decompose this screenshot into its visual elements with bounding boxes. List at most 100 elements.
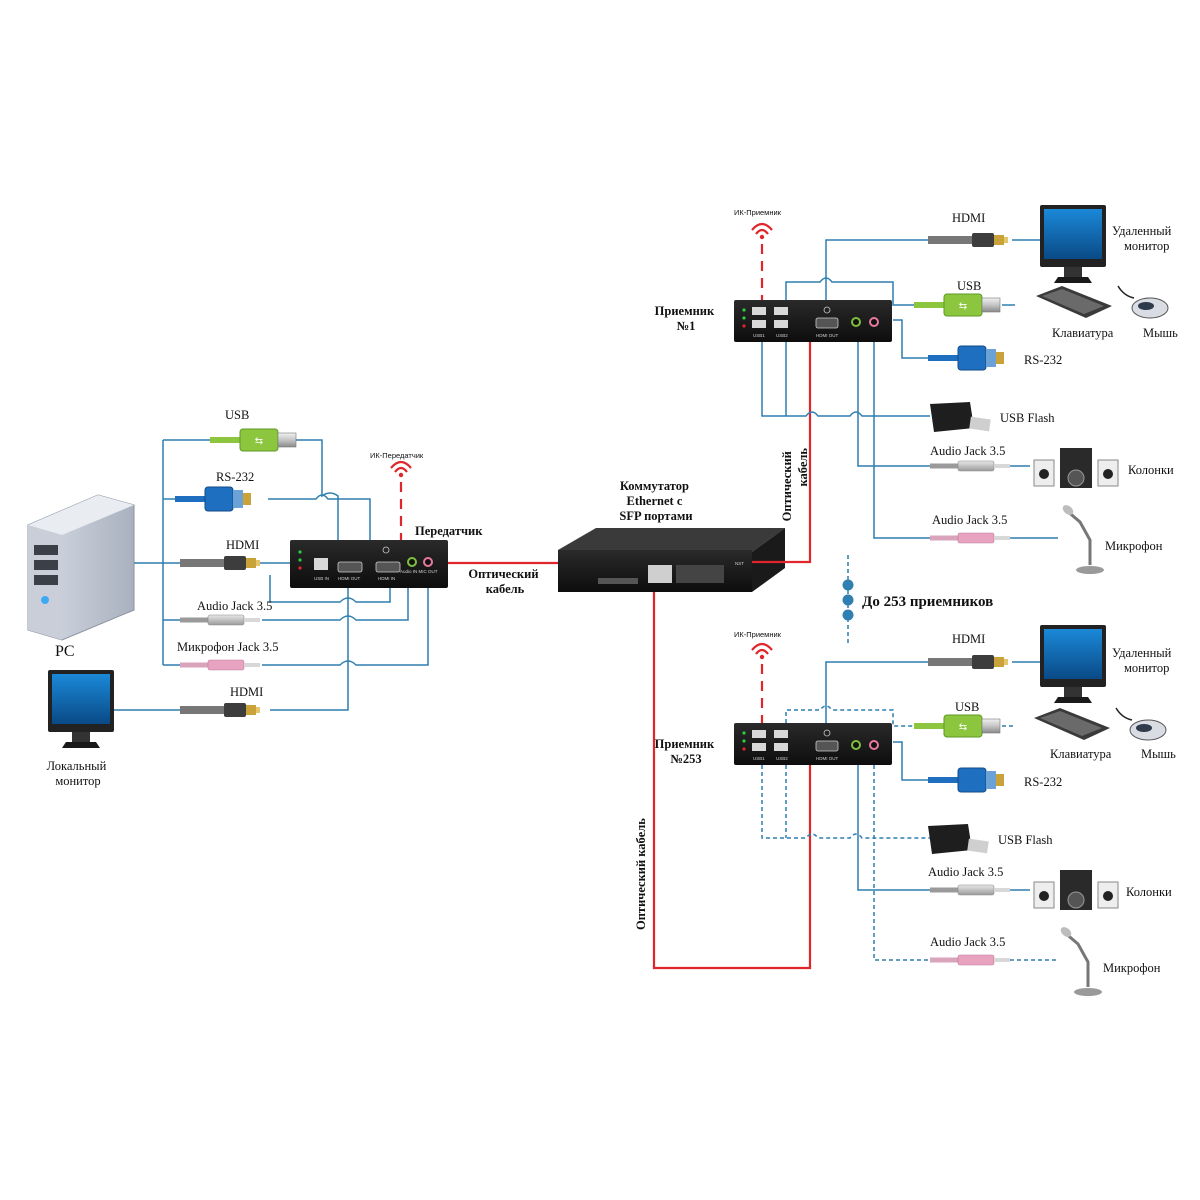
tx-mic-label: Микрофон Jack 3.5 (177, 640, 279, 654)
optical-vertical2-label: Оптический кабель (634, 818, 648, 930)
rx253-wiring (761, 661, 1058, 961)
pc-icon (27, 494, 135, 641)
rx253-remote-monitor-icon (1040, 625, 1106, 703)
rx1-usb-flash-icon (930, 402, 991, 432)
rx253-hdmi-plug (928, 655, 1008, 669)
receiver1-line2: №1 (677, 319, 696, 333)
rx1-usb-plug (913, 293, 1001, 317)
ir-receiver253-icon (750, 642, 774, 661)
rx1-mouse-icon (1117, 285, 1169, 319)
rx1-audio-label: Audio Jack 3.5 (930, 444, 1005, 458)
rx253-remote-monitor-line2: монитор (1124, 661, 1169, 675)
rx1-wiring (761, 239, 1058, 539)
tx-local-hdmi-label: HDMI (230, 685, 263, 699)
ir-receiver1-icon (750, 222, 774, 241)
tx-mic-plug (179, 659, 261, 671)
rx1-remote-monitor-line2: монитор (1124, 239, 1169, 253)
rx253-panel-usb2: USB2 (776, 756, 788, 761)
rx253-rs232-label: RS-232 (1024, 775, 1062, 789)
transmitter-device: USB IN HDMI OUT HDMI IN Audio IN MIC OUT (290, 540, 448, 588)
optical-main-line1: Оптический (468, 567, 538, 581)
rx1-panel-hdmi: HDMI OUT (816, 333, 838, 338)
rx1-remote-monitor-label: Удаленный монитор (1112, 224, 1175, 253)
optical-vertical1-label: Оптический кабель (780, 448, 810, 522)
rx253-speakers-label: Колонки (1126, 885, 1172, 899)
rx253-mouse-icon (1115, 707, 1167, 741)
up-to-label: До 253 приемников (862, 594, 993, 610)
rx1-speakers-icon (1033, 448, 1119, 488)
rx253-usb-flash-icon (928, 824, 989, 854)
rx253-panel-hdmi: HDMI OUT (816, 756, 838, 761)
rx253-mic-plug (929, 954, 1011, 966)
rx1-rs232-plug (927, 345, 1005, 371)
dot-3 (842, 609, 854, 621)
rx253-audio-label: Audio Jack 3.5 (928, 865, 1003, 879)
rx253-keyboard-icon (1034, 708, 1110, 740)
rx253-rs232-plug (927, 767, 1005, 793)
tx-hdmi-plug (180, 556, 260, 570)
tx-usb-plug (209, 428, 297, 452)
rx1-speakers-label: Колонки (1128, 463, 1174, 477)
rx253-mouse-label: Мышь (1141, 747, 1176, 761)
rx253-keyboard-label: Клавиатура (1050, 747, 1112, 761)
rx1-keyboard-icon (1036, 286, 1112, 318)
rx253-remote-monitor-line1: Удаленный (1112, 646, 1172, 660)
rx253-usb-flash-label: USB Flash (998, 833, 1053, 847)
receiver253-label: Приемник №253 (655, 737, 718, 766)
tx-audio-label: Audio Jack 3.5 (197, 599, 272, 613)
optical-vertical1-line2: кабель (796, 448, 810, 487)
dot-2 (842, 594, 854, 606)
pc-label: PC (55, 643, 75, 660)
rx253-usb-plug (913, 714, 1001, 738)
local-monitor-line2: монитор (55, 774, 100, 788)
tx-rs232-plug (174, 486, 252, 512)
rx1-rs232-label: RS-232 (1024, 353, 1062, 367)
optical-main-line2: кабель (486, 582, 525, 596)
rx253-audio-plug (929, 884, 1011, 896)
local-monitor-icon (48, 670, 114, 748)
switch-line2: Ethernet с (626, 494, 682, 508)
receiver1-label: Приемник №1 (655, 304, 718, 333)
rx253-microphone-label: Микрофон (1103, 961, 1161, 975)
rx1-audio-plug (929, 460, 1011, 472)
switch-brand: NST (735, 561, 744, 566)
rx1-panel-usb1: USB1 (753, 333, 765, 338)
rx1-hdmi-label: HDMI (952, 211, 985, 225)
ir-transmitter-label: ИК-Передатчик (370, 451, 424, 460)
optical-cable-rx253 (652, 592, 812, 970)
ir-transmitter-icon (389, 460, 413, 479)
rx1-microphone-label: Микрофон (1105, 539, 1163, 553)
switch-label: Коммутатор Ethernet с SFP портами (619, 479, 692, 523)
switch-line3: SFP портами (619, 509, 692, 523)
switch-line1: Коммутатор (620, 479, 689, 493)
rx1-mic-plug (929, 532, 1011, 544)
rx253-remote-monitor-label: Удаленный монитор (1112, 646, 1175, 675)
ir-receiver253-label: ИК-Приемник (734, 630, 782, 639)
rx253-usb-label: USB (955, 700, 979, 714)
tx-local-hdmi-plug (180, 703, 260, 717)
transmitter-label: Передатчик (415, 524, 483, 538)
tx-usb-label: USB (225, 408, 249, 422)
rx253-microphone-icon (1060, 927, 1102, 996)
local-monitor-label: Локальный монитор (47, 759, 110, 788)
tx-panel-hdmi-out: HDMI OUT (338, 576, 360, 581)
local-monitor-line1: Локальный (47, 759, 107, 773)
tx-panel-usb-in: USB IN (314, 576, 329, 581)
tx-panel-audio: Audio IN MIC OUT (400, 569, 438, 574)
rx253-speakers-icon (1033, 870, 1119, 910)
rx1-mic-label: Audio Jack 3.5 (932, 513, 1007, 527)
rx1-remote-monitor-line1: Удаленный (1112, 224, 1172, 238)
ir-receiver1-label: ИК-Приемник (734, 208, 782, 217)
rx1-hdmi-plug (928, 233, 1008, 247)
rx253-panel-usb1: USB1 (753, 756, 765, 761)
dot-1 (842, 579, 854, 591)
rx1-panel-usb2: USB2 (776, 333, 788, 338)
rx1-mouse-label: Мышь (1143, 326, 1178, 340)
optical-cable-main-label: Оптический кабель (468, 567, 541, 596)
rx1-remote-monitor-icon (1040, 205, 1106, 283)
rx253-hdmi-label: HDMI (952, 632, 985, 646)
tx-rs232-label: RS-232 (216, 470, 254, 484)
receiver1-line1: Приемник (655, 304, 715, 318)
rx1-keyboard-label: Клавиатура (1052, 326, 1114, 340)
tx-wiring (114, 439, 429, 711)
